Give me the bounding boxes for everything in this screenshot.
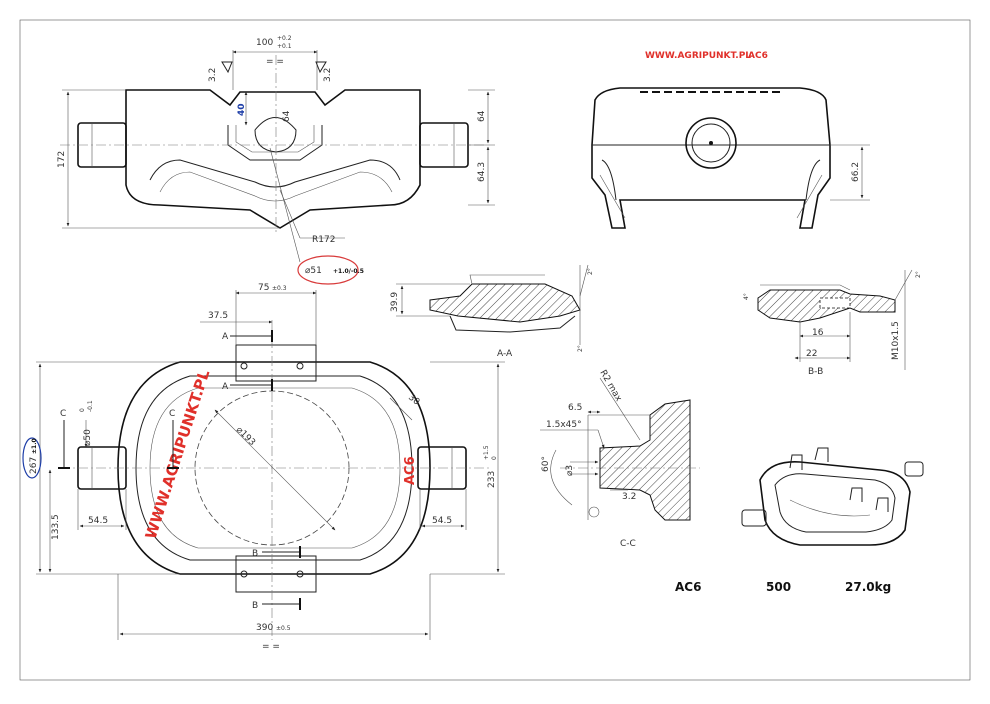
- tol-plan-233-top: +1.5: [483, 445, 490, 460]
- plan-lug-bottom: [235, 555, 317, 593]
- isometric-view: [741, 447, 924, 546]
- dim-aa-angle-bottom: 2°: [577, 345, 584, 352]
- dim-side-height: 66.2: [851, 162, 861, 182]
- title-model: AC6: [675, 580, 701, 594]
- dim-plan-37: 37.5: [208, 311, 228, 321]
- dim-depth: 40: [237, 103, 247, 116]
- tol-width-bottom: +0.1: [277, 43, 292, 50]
- section-cc: R2 max 6.5 1.5x45° 60° ⌀3 3.2 C-C: [540, 369, 700, 549]
- dim-height-front: 172: [57, 151, 67, 168]
- label-bb: B-B: [808, 367, 823, 377]
- dim-right-bottom: 64.3: [477, 162, 487, 182]
- iso-spigot-right: [904, 461, 924, 477]
- tol-plan-50-bottom: -0.1: [87, 400, 94, 412]
- iso-spigot-left: [741, 509, 767, 527]
- dim-bb-22: 22: [806, 349, 817, 359]
- dim-bore: ⌀51: [305, 266, 322, 276]
- cut-a-bottom: A: [222, 382, 229, 392]
- dim-center: 64: [282, 110, 292, 122]
- section-bb: 2° 4° 16 22 M10x1.5 B-B: [743, 269, 922, 377]
- watermark-model-top: AC6: [748, 51, 768, 61]
- dim-cc-chamfer: 1.5x45°: [546, 420, 582, 430]
- label-cc: C-C: [620, 539, 636, 549]
- side-bore-outer: [685, 117, 737, 169]
- section-cc-profile: [599, 399, 691, 521]
- cut-a-top: A: [222, 332, 229, 342]
- title-load: 500: [766, 580, 791, 594]
- label-aa: A-A: [497, 349, 513, 359]
- dim-plan-233: 233: [487, 471, 497, 488]
- bore-highlight: [297, 255, 359, 285]
- cut-b-bottom: B: [252, 601, 258, 611]
- front-body: [125, 89, 421, 229]
- dim-aa-angle-top: 2°: [587, 268, 594, 275]
- dim-width: 100: [256, 38, 273, 48]
- watermark-site-top: WWW.AGRIPUNKT.PL: [645, 51, 751, 61]
- tol-plan-75: ±0.3: [272, 285, 287, 292]
- dim-cc-6-5: 6.5: [568, 403, 582, 413]
- dim-bb-angle-mid: 4°: [743, 293, 750, 300]
- tol-width-top: +0.2: [277, 35, 292, 42]
- side-body: [591, 87, 831, 229]
- dim-plan-267: 267: [29, 457, 39, 474]
- dim-plan-193: ⌀193: [234, 425, 257, 448]
- dim-aa-height: 39.9: [390, 292, 400, 312]
- section-aa-profile: [429, 283, 581, 323]
- dim-plan-50: ⌀50: [83, 429, 93, 446]
- cut-b-top: B: [252, 549, 258, 559]
- tol-plan-50-top: 0: [79, 408, 86, 412]
- sheet-border: [19, 19, 971, 681]
- plan-outer-ring: [117, 361, 431, 575]
- dim-267-highlight: [22, 437, 42, 479]
- dim-plan-133: 133.5: [51, 514, 61, 540]
- dim-bore-tol: +1.0/-0.5: [333, 268, 364, 275]
- tol-plan-267: ±1.0: [31, 438, 38, 454]
- bore-circle: [254, 117, 297, 153]
- dim-plan-75: 75: [258, 283, 269, 293]
- dim-right-top: 64: [477, 110, 487, 122]
- eq-mark-plan: = =: [262, 642, 280, 652]
- dim-chamfer-right: 3.2: [323, 68, 333, 82]
- dim-cc-60: 60°: [541, 456, 551, 472]
- watermark-model-plan: AC6: [403, 456, 418, 485]
- dim-cc-3: ⌀3: [565, 465, 575, 476]
- section-aa: 39.9 2° 2° A-A: [390, 264, 594, 359]
- tol-plan-233-bottom: 0: [491, 456, 498, 460]
- plan-lug-top: [235, 344, 317, 382]
- dim-plan-390: 390: [256, 623, 273, 633]
- dim-plan-54-left: 54.5: [88, 516, 108, 526]
- tol-plan-390: ±0.5: [276, 625, 291, 632]
- dim-radius: R172: [312, 235, 335, 245]
- title-block: AC6 500 27.0kg: [675, 580, 891, 594]
- side-bore-inner: [691, 123, 731, 163]
- cut-c-right: C: [169, 409, 175, 419]
- dim-plan-54-right: 54.5: [432, 516, 452, 526]
- dim-bb-thread: M10x1.5: [891, 321, 901, 360]
- plan-view: ⌀193 WWW.AGRIPUNKT.PL AC6 75 ±0.3 37.5 A…: [22, 283, 505, 652]
- watermark-site-plan: WWW.AGRIPUNKT.PL: [142, 367, 214, 541]
- dim-chamfer-left: 3.2: [208, 68, 218, 82]
- iso-outer-ring: [759, 461, 911, 546]
- front-view: 100 +0.2 +0.1 = = 3.2 3.2 40 64 172 64 6…: [57, 35, 495, 285]
- side-view: WWW.AGRIPUNKT.PL AC6 66.2: [591, 51, 870, 229]
- dim-cc-3-2: 3.2: [622, 492, 636, 502]
- cut-c-left: C: [60, 409, 66, 419]
- dim-cc-r2: R2 max: [597, 369, 623, 404]
- dim-bb-angle-top: 2°: [915, 271, 922, 278]
- title-weight: 27.0kg: [845, 580, 891, 594]
- dim-bb-16: 16: [812, 328, 824, 338]
- eq-mark-front: = =: [266, 57, 284, 67]
